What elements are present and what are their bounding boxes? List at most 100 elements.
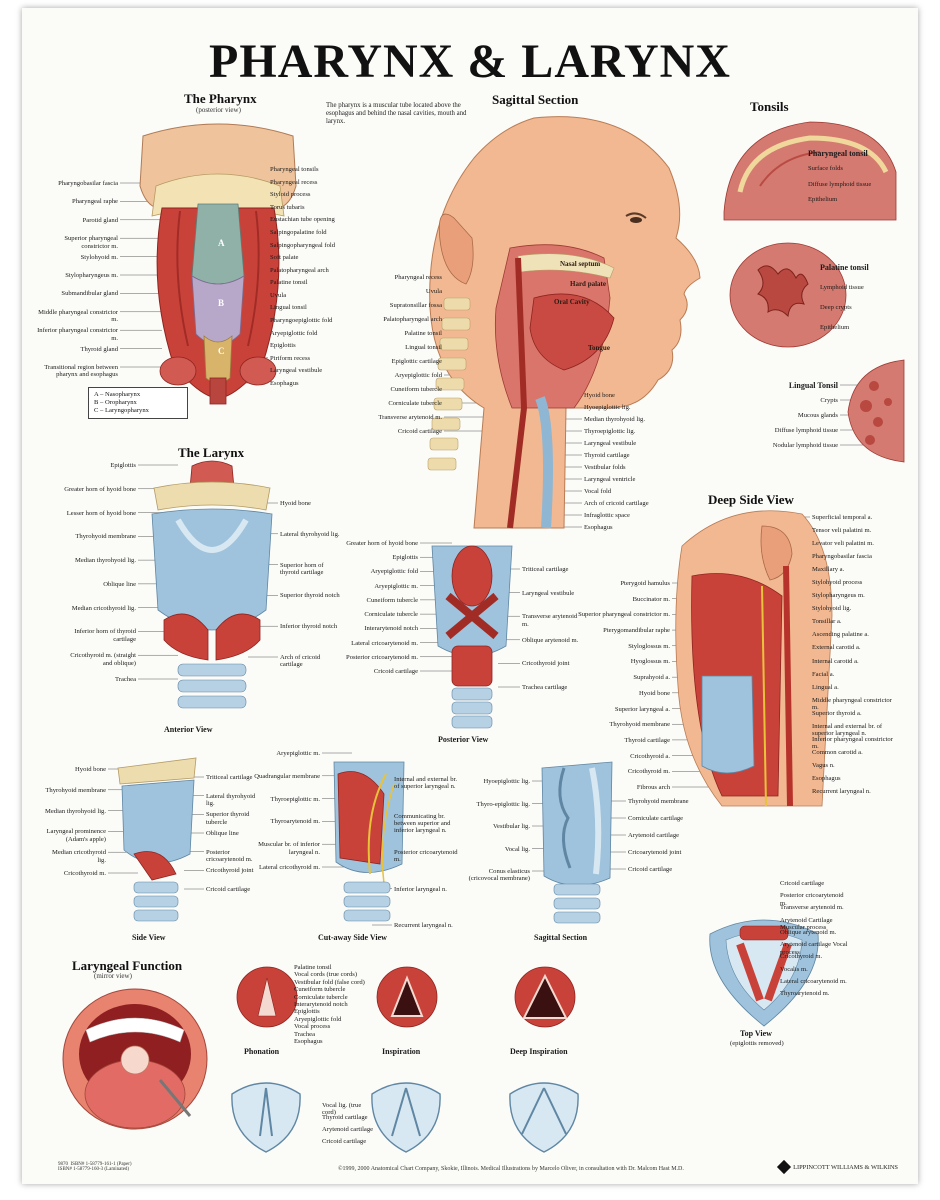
cutaway-left-label: Aryepiglottic m. (276, 750, 320, 757)
legend-item-oropharynx: B – Oropharynx (94, 399, 137, 406)
pharynx-right-label: Pharyngeal tonsils (270, 166, 319, 173)
deep-left-label: Superior pharyngeal constrictor m. (578, 611, 670, 619)
deep-right-label: Lingual a. (812, 683, 839, 691)
posterior-left-label: Corniculate tubercle (364, 611, 418, 619)
func-labels-label: Trachea (294, 1030, 315, 1038)
sagittal-right-label: Hyoepiglottic lig. (584, 404, 631, 411)
deep-right-label: Maxillary a. (812, 566, 845, 574)
pharynx-title: The Pharynx (184, 91, 257, 106)
sagittal-right-label: Vocal fold (584, 488, 612, 495)
sag2-right-label: Thyrohyoid membrane (628, 798, 689, 805)
sagittal-left-label: Supratonsillar fossa (389, 302, 442, 309)
anatomy-poster: PHARYNX & LARYNX The Pharynx (posterior … (22, 8, 918, 1184)
posterior-left-label: Posterior cricoarytenoid m. (346, 653, 418, 661)
tonsil-labels-label: Diffuse lymphoid tissue (808, 180, 872, 188)
pharynx-right-label: Pharyngoepiglottic fold (270, 317, 333, 325)
side-right-label: Cricoid cartilage (206, 886, 251, 893)
deep-side-title: Deep Side View (708, 492, 794, 507)
top-view-caption: Top View (740, 1029, 772, 1038)
sagittal-left-label: Cricoid cartilage (397, 428, 442, 435)
posterior-left-label: Greater horn of hyoid bone (346, 540, 418, 547)
sagittal-left-label: Lingual tonsil (405, 344, 442, 351)
pharynx-right-label: Pharyngeal recess (270, 178, 318, 186)
posterior-left-label: Interarytenoid notch (364, 625, 418, 633)
sagittal-right-label: Arch of cricoid cartilage (584, 500, 649, 507)
deep-right-label: Stylohyoid process (812, 579, 863, 587)
anterior-left-label: Trachea (115, 676, 136, 683)
sagittal-left-label: Corniculate tubercle (388, 400, 442, 407)
cutaway-right-label: Internal and external br. of superior la… (394, 776, 457, 791)
region-letter-a: A (218, 238, 225, 248)
pharynx-description: The pharynx is a muscular tube located a… (326, 102, 467, 125)
sagittal-right-label: Laryngeal vestibule (584, 440, 637, 447)
anterior-right-label: Inferior thyroid notch (280, 623, 338, 631)
side-left-label: Cricothyroid m. (63, 870, 106, 877)
larynx-title: The Larynx (178, 445, 245, 460)
sag2-right-label: Arytenoid cartilage (628, 832, 680, 839)
tongue-label: Tongue (588, 344, 610, 352)
posterior-right-label: Triticeal cartilage (522, 566, 569, 573)
func-labels-label: Corniculate tubercle (294, 993, 348, 1001)
sag2-left-label: Vestibular lig. (493, 823, 530, 830)
sag2-left-label: Vocal lig. (504, 845, 530, 853)
pharynx-left-label: Stylohyoid m. (80, 253, 118, 261)
tonsil-labels-label: Palatine tonsil (820, 263, 869, 272)
cutaway-right-label: Communicating br. between superior and i… (394, 812, 451, 835)
anterior-left-label: Thyrohyoid membrane (75, 533, 136, 541)
deep-right-label: Tonsillar a. (812, 618, 842, 626)
func-labels-label: Cricoid cartilage (322, 1138, 367, 1145)
sagittal-right-label: Esophagus (584, 524, 613, 531)
pharynx-left-label: Thyroid gland (80, 345, 118, 353)
tonsil-labels-label: Lymphoid tissue (820, 284, 864, 291)
deep-right-label: Recurrent laryngeal n. (812, 788, 871, 795)
anterior-left-label: Epiglottis (110, 462, 136, 469)
cutaway-right-label: Posterior cricoarytenoid m. (394, 849, 458, 864)
anterior-left-label: Lesser horn of hyoid bone (66, 509, 136, 517)
anterior-left-label: Oblique line (103, 580, 136, 588)
deep-right-label: Esophagus (812, 774, 841, 782)
pharynx-right-label: Epiglottis (270, 342, 296, 350)
anterior-left-label: Median thyrohyoid lig. (75, 557, 136, 565)
tonsil-labels-label: Nodular lymphoid tissue (772, 442, 838, 449)
anterior-left-label: Greater horn of hyoid bone (64, 485, 136, 493)
pharynx-right-label: Salpingopharyngeal fold (270, 241, 336, 249)
pharynx-right-label: Salpingopalatine fold (270, 228, 327, 236)
func-labels-label: Epiglottis (294, 1008, 320, 1016)
sagittal-left-label: Transverse arytenoid m. (378, 414, 442, 421)
pharynx-right-label: Palatine tonsil (270, 279, 308, 287)
sag2-left-label: Hyoepiglottic lig. (483, 778, 530, 785)
pharynx-left-label: Inferior pharyngeal constrictor m. (37, 327, 118, 342)
deep-left-label: Buccinator m. (632, 595, 670, 603)
legend-item-nasopharynx: A – Nasopharynx (94, 391, 141, 398)
func-labels-label: Vocal cords (true cords) (294, 971, 358, 979)
deep-left-label: Cricothyroid m. (627, 768, 670, 776)
tonsil-labels-label: Diffuse lymphoid tissue (774, 427, 838, 434)
deep-right-label: Stylohyoid lig. (812, 605, 852, 613)
tonsil-labels-label: Epithelium (808, 196, 838, 203)
anterior-view-caption: Anterior View (164, 725, 213, 734)
pharynx-right-label: Palatopharyngeal arch (270, 266, 329, 274)
region-legend: A – Nasopharynx B – Oropharynx C – Laryn… (88, 387, 188, 419)
cutaway-left-label: Lateral cricothyroid m. (259, 864, 320, 871)
top-labels-label: Oblique arytenoid m. (780, 928, 837, 936)
func-labels-label: Vocal lig. (true cord) (322, 1102, 362, 1117)
region-letter-c: C (218, 346, 225, 356)
deep-right-label: Inferior pharyngeal constrictor m. (812, 735, 893, 751)
anterior-right-label: Arch of cricoid cartilage (280, 654, 321, 669)
pharynx-left-label: Middle pharyngeal constrictor m. (38, 308, 118, 324)
top-labels-label: Arytenoid cartilage Vocal process (780, 941, 848, 956)
posterior-right-label: Trachea cartilage (522, 684, 568, 691)
side-right-label: Posterior cricoarytenoid m. (206, 848, 253, 864)
side-right-label: Superior thyroid tubercle (206, 811, 250, 826)
cutaway-right-label: Inferior laryngeal n. (394, 885, 447, 893)
sagittal-right-label: Hyoid bone (584, 392, 615, 399)
tonsil-labels-label: Pharyngeal tonsil (808, 149, 868, 158)
glottis-inspiration-illustration (376, 966, 438, 1028)
deep-left-label: Styloglossus m. (628, 642, 670, 650)
posterior-left-label: Cricoid cartilage (373, 668, 418, 675)
sagittal-right-label: Infraglottic space (584, 512, 630, 519)
pharynx-left-label: Pharyngobasilar fascia (58, 180, 118, 187)
palatine-tonsil-illustration (729, 242, 847, 348)
larynx-posterior-illustration (431, 545, 513, 729)
sagittal-title: Sagittal Section (492, 92, 579, 107)
